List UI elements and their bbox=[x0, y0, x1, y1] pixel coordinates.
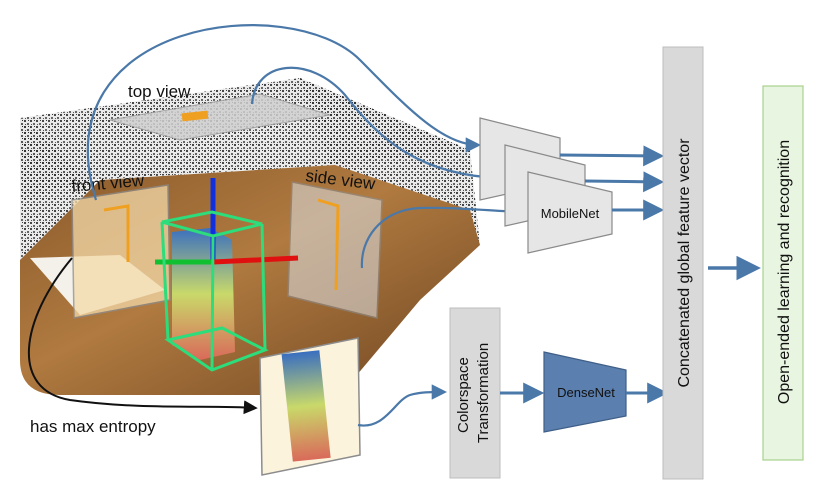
densenet-block bbox=[543, 351, 627, 433]
recognition-box bbox=[762, 85, 804, 461]
front-view-connector bbox=[86, 24, 482, 201]
side-view-connector bbox=[360, 203, 524, 269]
x-axis bbox=[212, 255, 299, 265]
mobilenet-front bbox=[527, 171, 613, 254]
side-view-projection bbox=[317, 198, 340, 291]
view-connectors bbox=[86, 24, 524, 427]
juice-box-object bbox=[172, 228, 235, 360]
object-bounding-box bbox=[160, 210, 269, 372]
recognition-label: Open-ended learning and recognition bbox=[776, 140, 793, 404]
scene-3d bbox=[20, 78, 480, 395]
side-view-plane bbox=[287, 181, 383, 319]
top-view-label: top view bbox=[128, 82, 191, 101]
top-view-connector bbox=[250, 66, 504, 186]
max-entropy-object-image bbox=[281, 350, 331, 462]
colorspace-label: Colorspace Transformation bbox=[455, 343, 492, 443]
feature-vector-box bbox=[662, 46, 704, 480]
mobilenet-label: MobileNet bbox=[541, 206, 600, 221]
colorspace-label-line2: Transformation bbox=[475, 343, 492, 443]
top-view-projection bbox=[181, 110, 209, 122]
front-view-plane bbox=[71, 184, 171, 319]
colorspace-box bbox=[449, 307, 501, 479]
densenet-label: DenseNet bbox=[557, 385, 615, 400]
colorspace-label-line1: Colorspace bbox=[455, 357, 472, 433]
entropy-arrow bbox=[27, 257, 258, 415]
top-view-plane bbox=[109, 93, 331, 141]
entropy-label: has max entropy bbox=[30, 417, 156, 436]
feature-vector-label: Concatenated global feature vector bbox=[676, 138, 693, 388]
front-view-projection bbox=[103, 204, 130, 262]
max-entropy-view bbox=[259, 337, 361, 476]
mobilenet-output-arrows bbox=[559, 145, 665, 221]
mobilenet-stack: MobileNet bbox=[479, 117, 613, 254]
image-to-colorspace-connector bbox=[357, 384, 448, 427]
